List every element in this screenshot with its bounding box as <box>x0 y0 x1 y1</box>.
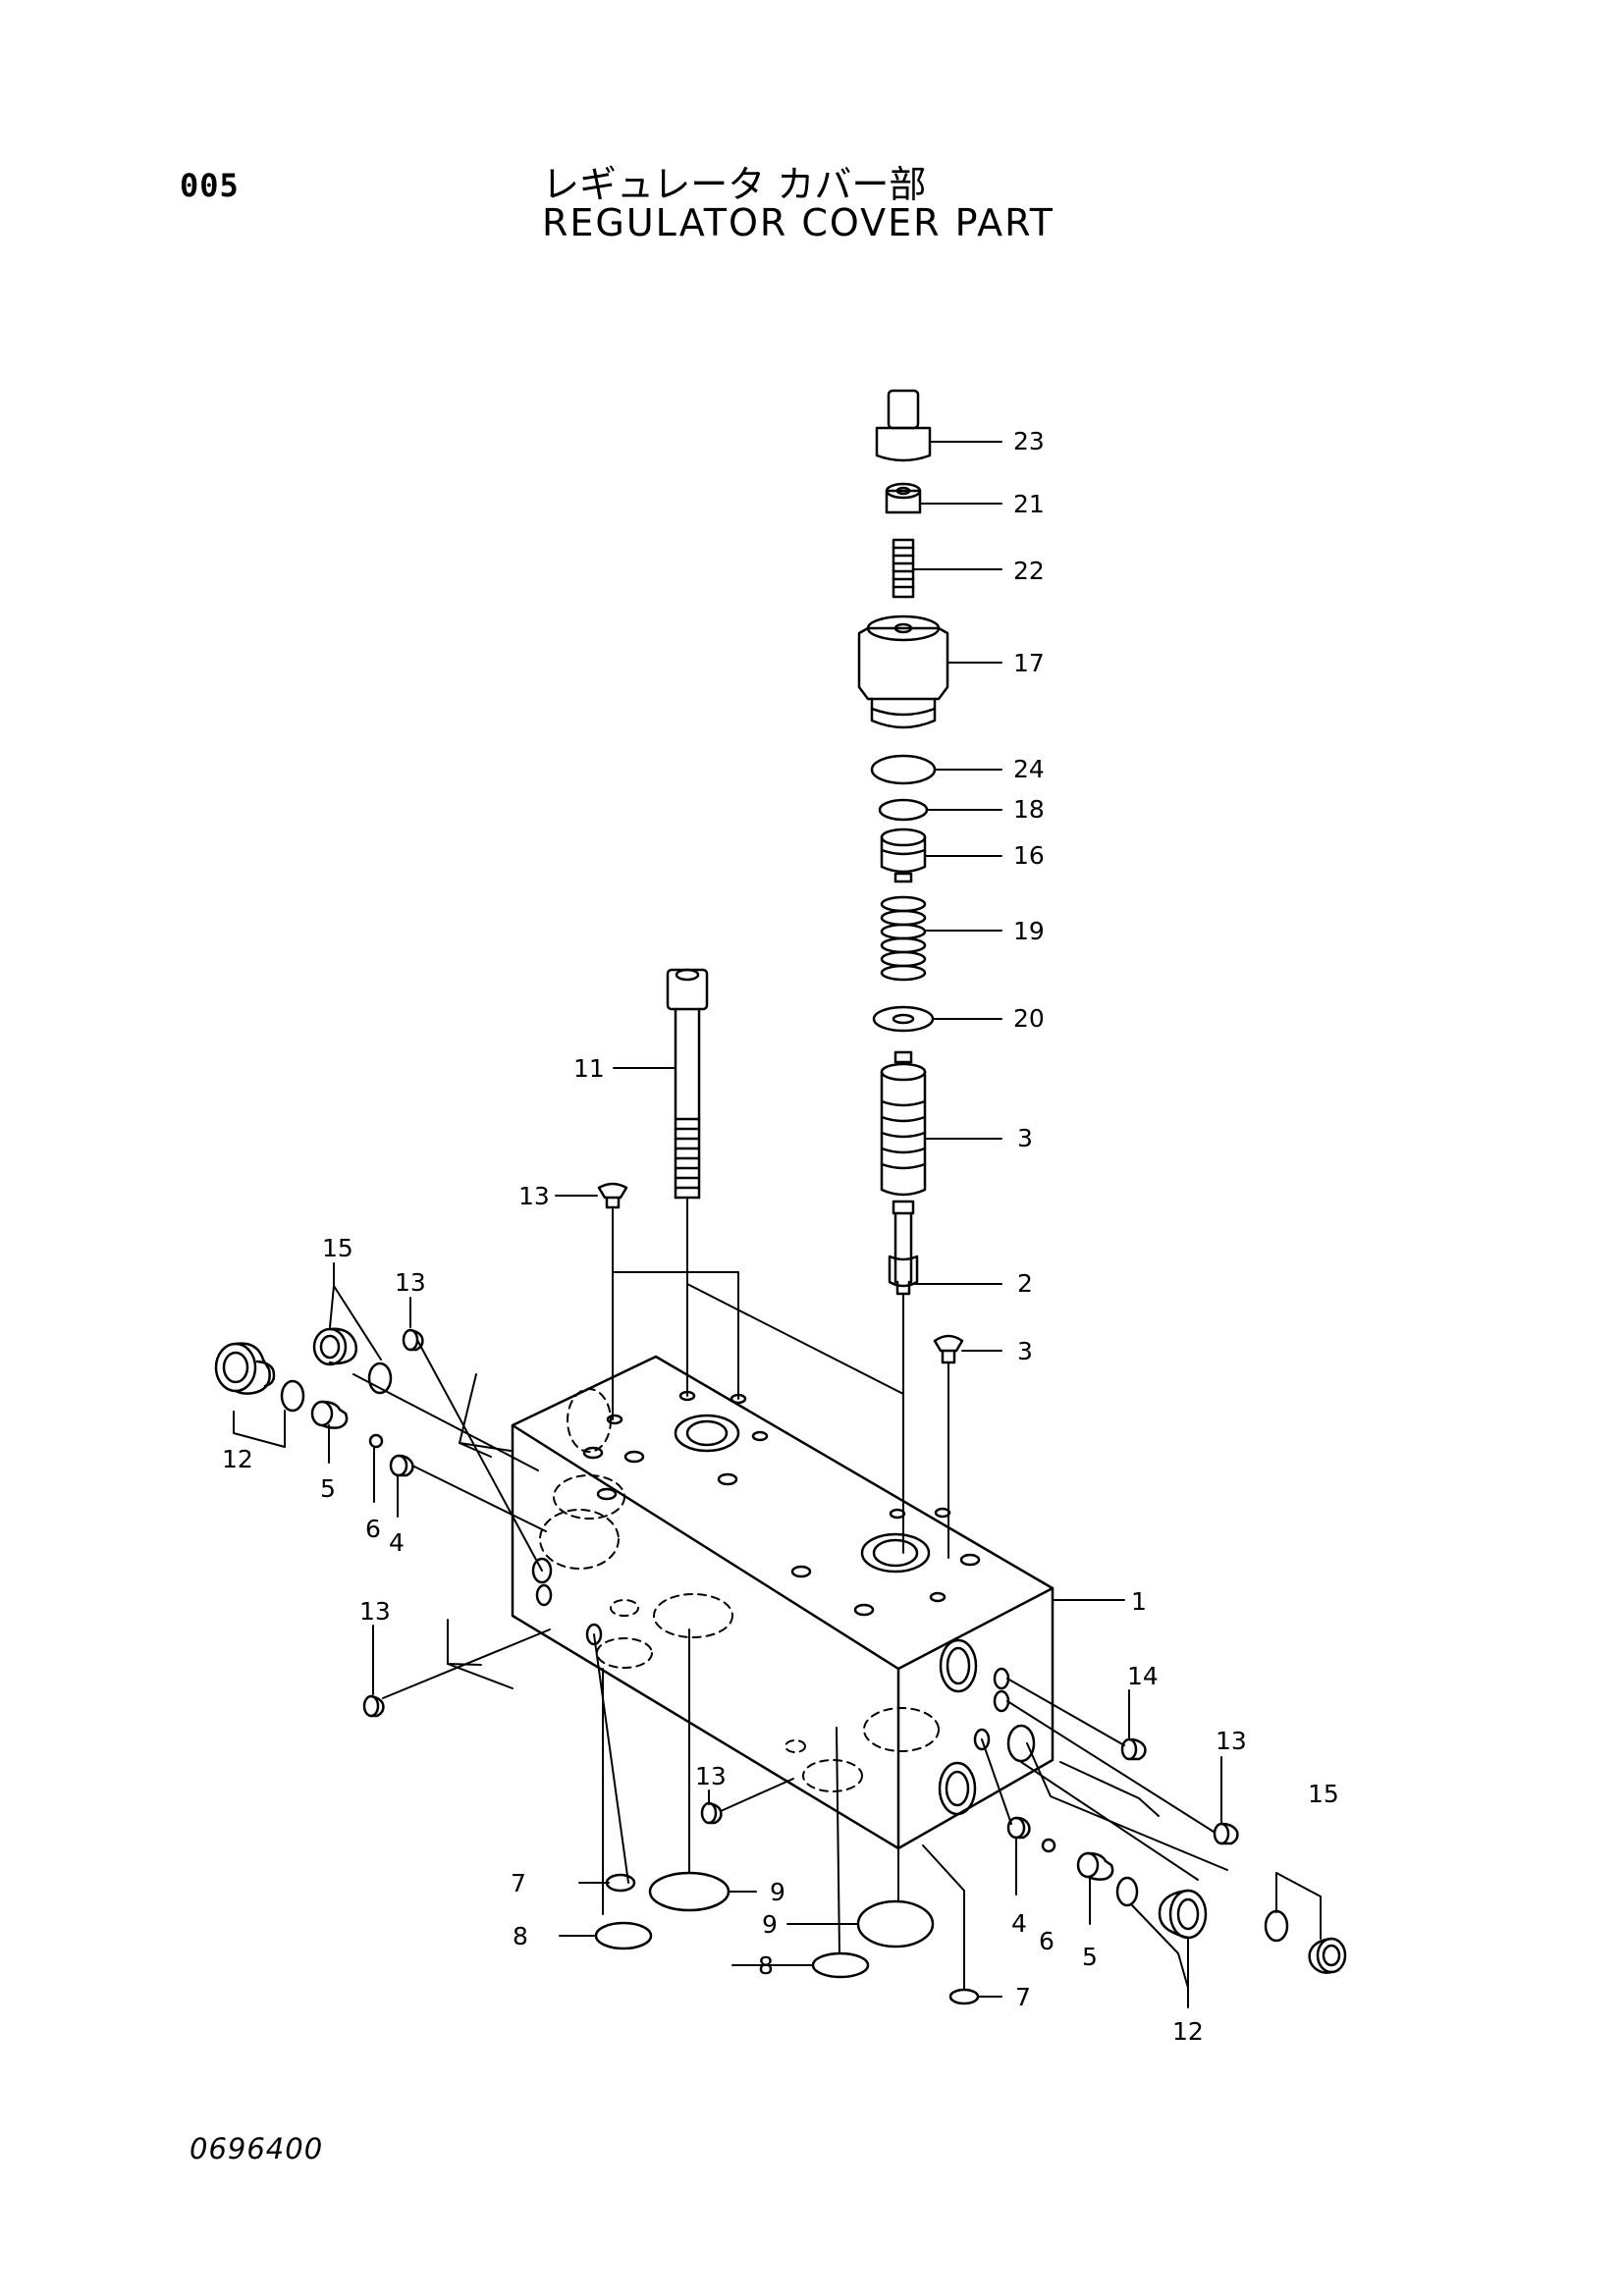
assembly-lines <box>352 1197 1228 1991</box>
callout-16: 16 <box>1013 841 1045 870</box>
part-15-o-ring-left <box>367 1362 393 1395</box>
part-21-nut <box>885 482 922 514</box>
part-13-plug-left-lower <box>362 1694 385 1718</box>
callout-8-right: 8 <box>758 1951 774 1980</box>
title-japanese: レギュレータ カバー部 <box>542 163 927 206</box>
part-22-screw <box>892 538 915 599</box>
callout-12-right: 12 <box>1172 2017 1204 2046</box>
drawing-number: 0696400 <box>189 2132 324 2165</box>
callout-21: 21 <box>1013 490 1045 518</box>
callout-7-left: 7 <box>511 1869 526 1897</box>
part-11-bolt <box>666 968 709 1200</box>
callout-18: 18 <box>1013 795 1045 824</box>
callout-13-left-upper: 13 <box>395 1268 426 1297</box>
part-1-regulator-cover-block <box>511 1355 1055 1850</box>
part-7-o-ring-right <box>948 1988 980 2005</box>
part-24-o-ring <box>870 754 937 785</box>
part-9-o-ring-left <box>648 1871 730 1912</box>
part-4-plug-left <box>389 1454 414 1477</box>
callout-24: 24 <box>1013 755 1045 783</box>
part-15-plug-right <box>1308 1937 1347 1974</box>
part-4-plug-right <box>1006 1816 1031 1840</box>
part-7-o-ring-left <box>605 1873 636 1893</box>
part-16-seat <box>880 828 927 883</box>
callout-13-left-lower: 13 <box>359 1597 391 1626</box>
part-13-plug-left-upper <box>402 1328 424 1352</box>
part-3-plug-small <box>933 1334 964 1364</box>
callout-13-bottom: 13 <box>695 1762 727 1790</box>
part-9-o-ring-right <box>856 1899 935 1949</box>
part-8-o-ring-left <box>594 1921 653 1950</box>
callout-23: 23 <box>1013 427 1045 455</box>
part-19-spring <box>880 895 927 982</box>
part-12-o-ring-right <box>1115 1876 1139 1907</box>
callout-6-right: 6 <box>1039 1927 1055 1955</box>
part-13-plug-top <box>597 1182 628 1209</box>
part-15-o-ring-right <box>1264 1909 1289 1943</box>
callout-20: 20 <box>1013 1004 1045 1033</box>
callout-3-plug: 3 <box>1017 1337 1033 1365</box>
callout-labels: 23 21 22 17 24 18 16 19 20 3 2 3 11 13 1… <box>222 427 1339 2046</box>
part-12-plug-right <box>1158 1889 1208 1940</box>
callout-5-right: 5 <box>1082 1943 1098 1971</box>
leader-lines <box>233 441 1322 2008</box>
part-12-plug-left <box>214 1342 276 1395</box>
callout-12-left: 12 <box>222 1445 253 1473</box>
callout-14: 14 <box>1127 1662 1159 1690</box>
callout-8-left: 8 <box>513 1922 528 1950</box>
callout-4-right: 4 <box>1011 1909 1027 1938</box>
callout-15-left: 15 <box>322 1234 353 1262</box>
part-8-o-ring-right <box>811 1951 870 1979</box>
part-2-pin <box>888 1200 919 1296</box>
callout-2: 2 <box>1017 1269 1033 1298</box>
part-17-housing <box>857 614 949 729</box>
part-3-spool <box>880 1050 927 1197</box>
part-6-ball-left <box>368 1433 384 1449</box>
part-23-cap <box>875 389 932 462</box>
part-5-fitting-right <box>1076 1851 1114 1881</box>
callout-4-left: 4 <box>389 1528 405 1557</box>
callout-6-left: 6 <box>365 1515 381 1543</box>
title-english: REGULATOR COVER PART <box>542 201 1055 244</box>
callout-22: 22 <box>1013 557 1045 585</box>
callout-5-left: 5 <box>320 1474 336 1503</box>
callout-1: 1 <box>1131 1587 1147 1616</box>
part-13-plug-bottom <box>700 1801 723 1825</box>
callout-13-right: 13 <box>1216 1727 1247 1755</box>
callout-7-right: 7 <box>1015 1983 1031 2011</box>
page-number: 005 <box>180 167 240 204</box>
callout-19: 19 <box>1013 917 1045 945</box>
block-section-lines <box>447 1373 1160 1817</box>
part-18-ring <box>878 798 929 822</box>
part-14-plug <box>1120 1737 1147 1761</box>
callout-9-right: 9 <box>762 1910 778 1939</box>
hidden-passages <box>539 1388 940 1792</box>
callout-9-left: 9 <box>770 1878 785 1906</box>
part-6-ball-right <box>1041 1838 1056 1853</box>
callout-13-top: 13 <box>518 1182 550 1210</box>
callout-3-spool: 3 <box>1017 1124 1033 1152</box>
part-13-plug-right <box>1213 1822 1239 1845</box>
part-20-washer <box>872 1005 935 1033</box>
part-15-plug-left <box>312 1327 357 1366</box>
part-12-o-ring-left <box>280 1379 305 1413</box>
callout-11: 11 <box>573 1054 605 1083</box>
part-5-fitting-left <box>310 1400 349 1429</box>
callout-15-right: 15 <box>1308 1780 1339 1808</box>
callout-17: 17 <box>1013 649 1045 677</box>
